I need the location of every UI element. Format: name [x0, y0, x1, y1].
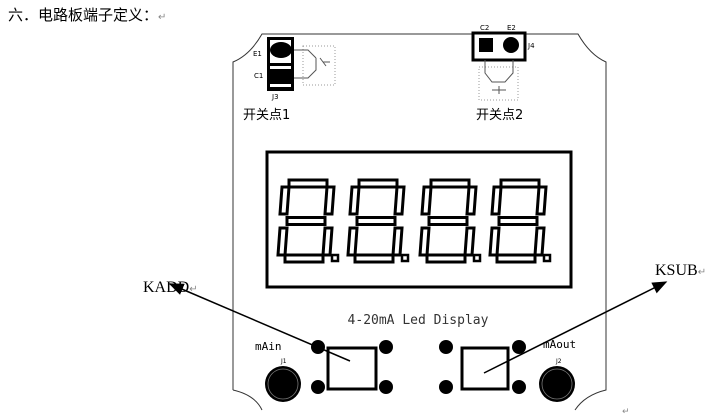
pin-e2-label: E2 — [507, 24, 516, 32]
segment-vertical — [393, 185, 406, 216]
switch2-connector-j4 — [471, 31, 527, 101]
segment-horizontal — [285, 216, 327, 226]
segment-horizontal — [287, 178, 329, 189]
segment-horizontal — [355, 216, 397, 226]
j1-label: J1 — [280, 358, 287, 365]
digit-3 — [418, 178, 482, 264]
ksub-button[interactable] — [439, 340, 526, 394]
decimal-point — [330, 253, 340, 263]
segment-horizontal — [425, 253, 467, 264]
segment-horizontal — [429, 178, 471, 189]
segment-horizontal — [353, 253, 395, 264]
display-label: 4-20mA Led Display — [348, 313, 489, 328]
segment-vertical — [323, 185, 336, 216]
title-text: 六．电路板端子定义： — [8, 6, 159, 24]
j4-label: J4 — [527, 42, 535, 50]
segment-horizontal — [495, 253, 537, 264]
pin-c1-label: C1 — [254, 72, 263, 80]
decimal-point — [400, 253, 410, 263]
segment-horizontal — [499, 178, 541, 189]
decimal-point — [542, 253, 552, 263]
segment-horizontal — [357, 178, 399, 189]
decimal-point — [472, 253, 482, 263]
segment-vertical — [463, 226, 476, 257]
ksub-callout: KSUB↵ — [655, 262, 706, 280]
digit-2 — [346, 178, 410, 264]
pin-c2-label: C2 — [480, 24, 489, 32]
segment-vertical — [465, 185, 478, 216]
j2-label: J2 — [555, 358, 562, 365]
board-outline — [232, 33, 607, 411]
ksub-label: KSUB — [655, 262, 698, 279]
ksub-arrow — [483, 281, 668, 374]
segment-horizontal — [427, 216, 469, 226]
segment-vertical — [391, 226, 404, 257]
digit-1 — [276, 178, 340, 264]
segment-vertical — [348, 185, 361, 216]
return-mark: ↵ — [189, 284, 198, 295]
segment-vertical — [488, 226, 501, 257]
return-mark: ↵ — [697, 267, 707, 278]
section-title: 六．电路板端子定义：↵ — [8, 4, 166, 25]
return-mark: ↵ — [622, 407, 630, 417]
output-label: mAout — [543, 338, 576, 351]
input-jack-j1 — [265, 366, 301, 402]
segment-vertical — [533, 226, 546, 257]
segment-vertical — [321, 226, 334, 257]
output-jack-j2 — [539, 366, 575, 402]
seven-segment-digits — [276, 178, 552, 264]
segment-vertical — [420, 185, 433, 216]
segment-vertical — [490, 185, 503, 216]
switch1-connector-j3 — [267, 37, 336, 91]
segment-vertical — [535, 185, 548, 216]
segment-vertical — [278, 185, 291, 216]
kadd-arrow — [168, 283, 351, 362]
segment-vertical — [346, 226, 359, 257]
digit-4 — [488, 178, 552, 264]
switch1-label: 开关点1 — [243, 108, 290, 123]
j3-label: J3 — [271, 93, 279, 101]
segment-horizontal — [497, 216, 539, 226]
led-display-frame — [265, 150, 573, 289]
kadd-button[interactable] — [311, 340, 393, 394]
segment-horizontal — [283, 253, 325, 264]
segment-vertical — [418, 226, 431, 257]
return-mark: ↵ — [158, 12, 167, 23]
switch2-label: 开关点2 — [476, 108, 523, 123]
pin-e1-label: E1 — [253, 50, 262, 58]
input-label: mAin — [255, 340, 282, 353]
segment-vertical — [276, 226, 289, 257]
